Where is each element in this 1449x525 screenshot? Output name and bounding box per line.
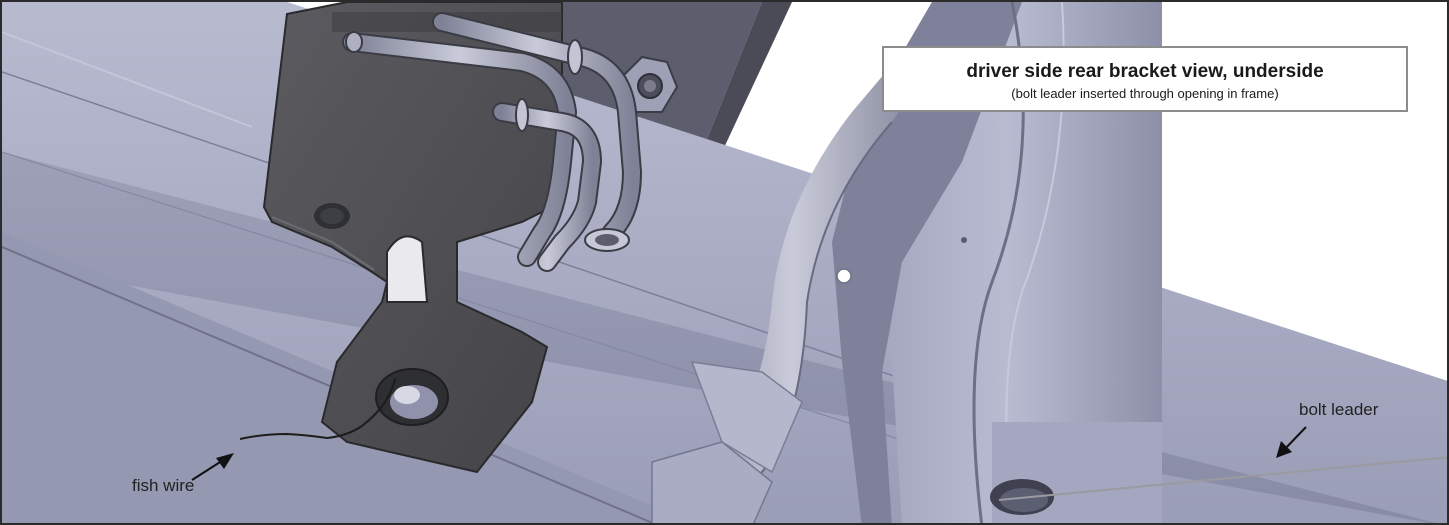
tube-right xyxy=(492,98,603,272)
bolt-leader-label: bolt leader xyxy=(1299,400,1379,419)
callout-subtitle: (bolt leader inserted through opening in… xyxy=(1011,86,1279,101)
callout-title: driver side rear bracket view, underside xyxy=(966,61,1324,82)
callout-box: driver side rear bracket view, underside… xyxy=(882,46,1408,112)
fish-wire xyxy=(239,377,396,440)
tube-upper xyxy=(432,12,643,252)
center-tubular-member xyxy=(651,47,932,523)
fish-wire-arrow xyxy=(191,453,234,481)
bolt-leader-wire xyxy=(998,456,1447,501)
tube-left xyxy=(342,31,578,267)
fish-wire-label: fish wire xyxy=(132,476,195,495)
hex-nut xyxy=(620,55,679,113)
bolt-leader-arrow xyxy=(1276,426,1307,458)
